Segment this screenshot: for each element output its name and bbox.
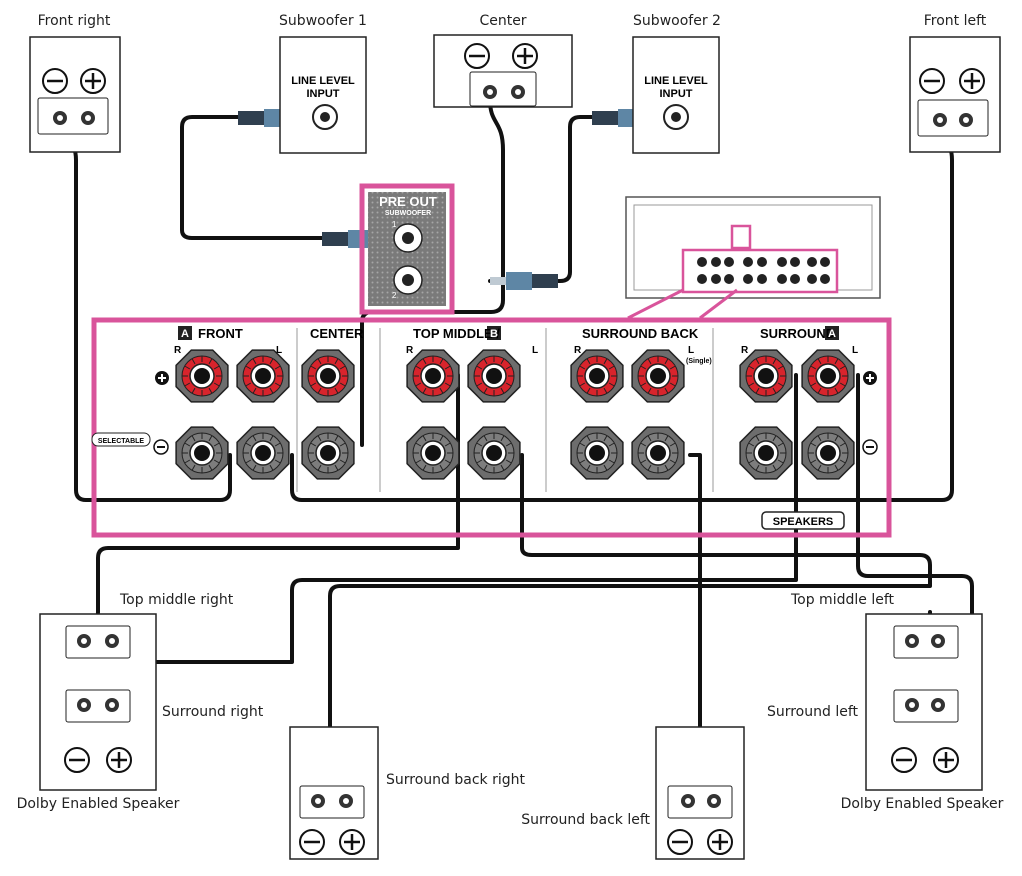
positive-terminal-5 (467, 349, 521, 403)
section-top-middle: TOP MIDDLE / (413, 326, 500, 341)
label-top-middle-right: Top middle right (119, 592, 234, 608)
speakers-tag: SPEAKERS (773, 516, 834, 528)
minus-symbol-icon (42, 68, 68, 94)
dolby-speaker-right (39, 613, 157, 791)
positive-terminal-2 (236, 349, 290, 403)
speaker-front-left (909, 36, 1001, 153)
positive-terminal-9 (801, 349, 855, 403)
label-center: Center (479, 13, 526, 29)
ch-l-surround: L (852, 345, 858, 356)
minus-symbol-icon (153, 439, 169, 455)
labels: Front right Subwoofer 1 Center Subwoofer… (17, 13, 1004, 828)
pre-out-subtitle: SUBWOOFER (385, 210, 431, 217)
label-subwoofer-2: Subwoofer 2 (633, 13, 721, 29)
plus-symbol-icon (339, 829, 365, 855)
pre-out-panel (359, 183, 455, 315)
receiver-miniature (625, 196, 881, 320)
positive-terminal-8 (739, 349, 793, 403)
label-surround-right: Surround right (162, 704, 264, 720)
minus-symbol-icon (862, 439, 878, 455)
plus-symbol-icon (959, 68, 985, 94)
cable-center (360, 98, 505, 447)
section-surround: SURROUND (760, 326, 835, 341)
ch-r-front: R (174, 345, 182, 356)
label-front-left: Front left (924, 13, 987, 29)
ch-r-surround-back: R (574, 345, 582, 356)
negative-terminal-2 (236, 426, 290, 480)
cable-subwoofer-1 (180, 115, 324, 240)
label-dolby-left: Dolby Enabled Speaker (841, 796, 1004, 812)
speaker-front-right (29, 36, 121, 153)
dolby-speaker-left (865, 613, 983, 791)
speaker-terminals (175, 349, 855, 480)
plus-symbol-icon (80, 68, 106, 94)
minus-symbol-icon (64, 747, 90, 773)
section-surround-back: SURROUND BACK (582, 326, 699, 341)
receiver-speaker-panel (91, 317, 892, 538)
negative-terminal-4 (406, 426, 460, 480)
subwoofer-2-input-label-2: INPUT (660, 88, 693, 100)
ch-l-surround-back: L (688, 345, 694, 356)
label-surround-back-right: Surround back right (386, 772, 525, 788)
speaker-center (433, 34, 573, 108)
section-front: FRONT (198, 326, 243, 341)
pre-out-title: PRE OUT (379, 194, 437, 209)
label-surround-back-left: Surround back left (521, 812, 650, 828)
plus-symbol-icon (863, 371, 877, 385)
ch-l-top: L (532, 345, 538, 356)
subwoofer-1-input-label-1: LINE LEVEL (291, 75, 355, 87)
positive-terminal-6 (570, 349, 624, 403)
badge-a-surround: A (828, 328, 836, 340)
ch-r-surround: R (741, 345, 749, 356)
negative-terminal-1 (175, 426, 229, 480)
plus-symbol-icon (707, 829, 733, 855)
label-front-right: Front right (38, 13, 111, 29)
badge-b: B (490, 328, 498, 340)
pre-out-jack-2: 2 (392, 291, 397, 300)
ch-single: (Single) (686, 358, 712, 365)
negative-terminal-8 (739, 426, 793, 480)
negative-terminal-5 (467, 426, 521, 480)
subwoofer-1-input-label-2: INPUT (307, 88, 340, 100)
positive-terminal-4 (406, 349, 460, 403)
speaker-surround-back-left (655, 726, 745, 860)
subwoofer-2-panel (632, 36, 720, 154)
label-top-middle-left: Top middle left (790, 592, 895, 608)
negative-terminal-9 (801, 426, 855, 480)
pre-out-jack-1: 1 (392, 220, 397, 229)
cable-subwoofer-2 (488, 115, 594, 283)
minus-symbol-icon (891, 747, 917, 773)
positive-terminal-1 (175, 349, 229, 403)
selectable-tag: SELECTABLE (98, 438, 144, 445)
subwoofer-1-panel (279, 36, 367, 154)
positive-terminal-7 (631, 349, 685, 403)
badge-a-front: A (181, 328, 189, 340)
plus-symbol-icon (512, 43, 538, 69)
ch-r-top: R (406, 345, 414, 356)
minus-symbol-icon (299, 829, 325, 855)
subwoofer-2-input-label-1: LINE LEVEL (644, 75, 708, 87)
negative-terminal-6 (570, 426, 624, 480)
plus-symbol-icon (106, 747, 132, 773)
cable-surround-back-right (316, 453, 932, 792)
plus-symbol-icon (155, 371, 169, 385)
negative-terminal-3 (301, 426, 355, 480)
label-subwoofer-1: Subwoofer 1 (279, 13, 367, 29)
section-center: CENTER (310, 326, 364, 341)
negative-terminal-7 (631, 426, 685, 480)
minus-symbol-icon (464, 43, 490, 69)
positive-terminal-3 (301, 349, 355, 403)
plus-symbol-icon (933, 747, 959, 773)
minus-symbol-icon (919, 68, 945, 94)
label-surround-left: Surround left (767, 704, 859, 720)
ch-l-front: L (276, 345, 282, 356)
speaker-surround-back-right (289, 726, 379, 860)
minus-symbol-icon (667, 829, 693, 855)
label-dolby-right: Dolby Enabled Speaker (17, 796, 180, 812)
